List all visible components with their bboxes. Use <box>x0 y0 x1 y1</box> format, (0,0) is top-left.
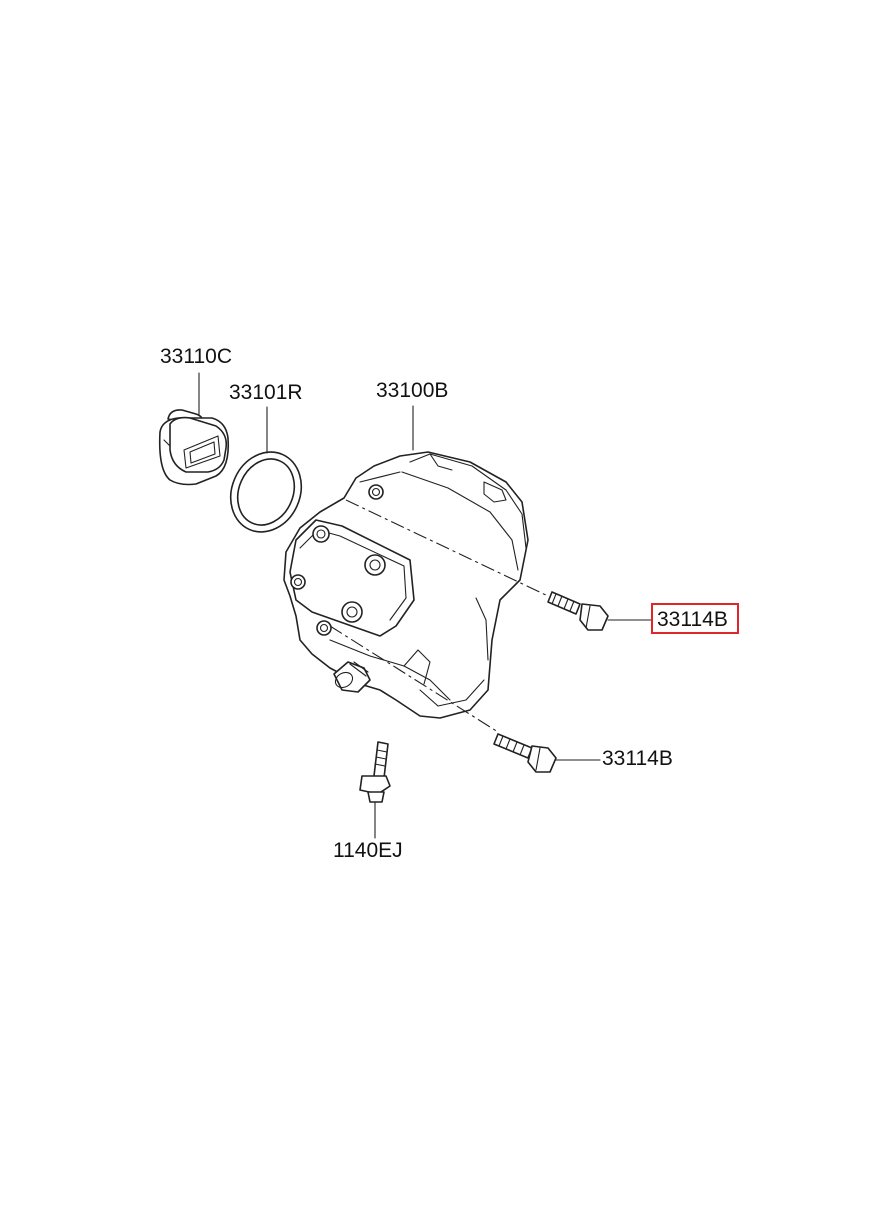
lower-bolt-drawing[interactable] <box>493 733 601 773</box>
part-label-stud-bolt[interactable]: 1140EJ <box>333 839 403 862</box>
part-label-pump[interactable]: 33100B <box>376 379 448 402</box>
stud-bolt-drawing[interactable] <box>359 741 391 839</box>
highlight-box-upper-bolt <box>651 603 739 634</box>
pump-part-drawing[interactable] <box>283 405 529 719</box>
part-label-cover[interactable]: 33110C <box>160 345 232 368</box>
part-label-lower-bolt[interactable]: 33114B <box>602 747 673 770</box>
cover-part-drawing[interactable] <box>158 372 230 486</box>
part-label-oring[interactable]: 33101R <box>229 381 303 404</box>
upper-bolt-axis-line <box>345 499 549 597</box>
oring-part-drawing[interactable] <box>218 406 313 543</box>
lower-bolt-axis-line <box>329 625 499 733</box>
upper-bolt-drawing[interactable] <box>547 591 653 631</box>
part-label-upper-bolt[interactable]: 33114B <box>657 608 728 631</box>
